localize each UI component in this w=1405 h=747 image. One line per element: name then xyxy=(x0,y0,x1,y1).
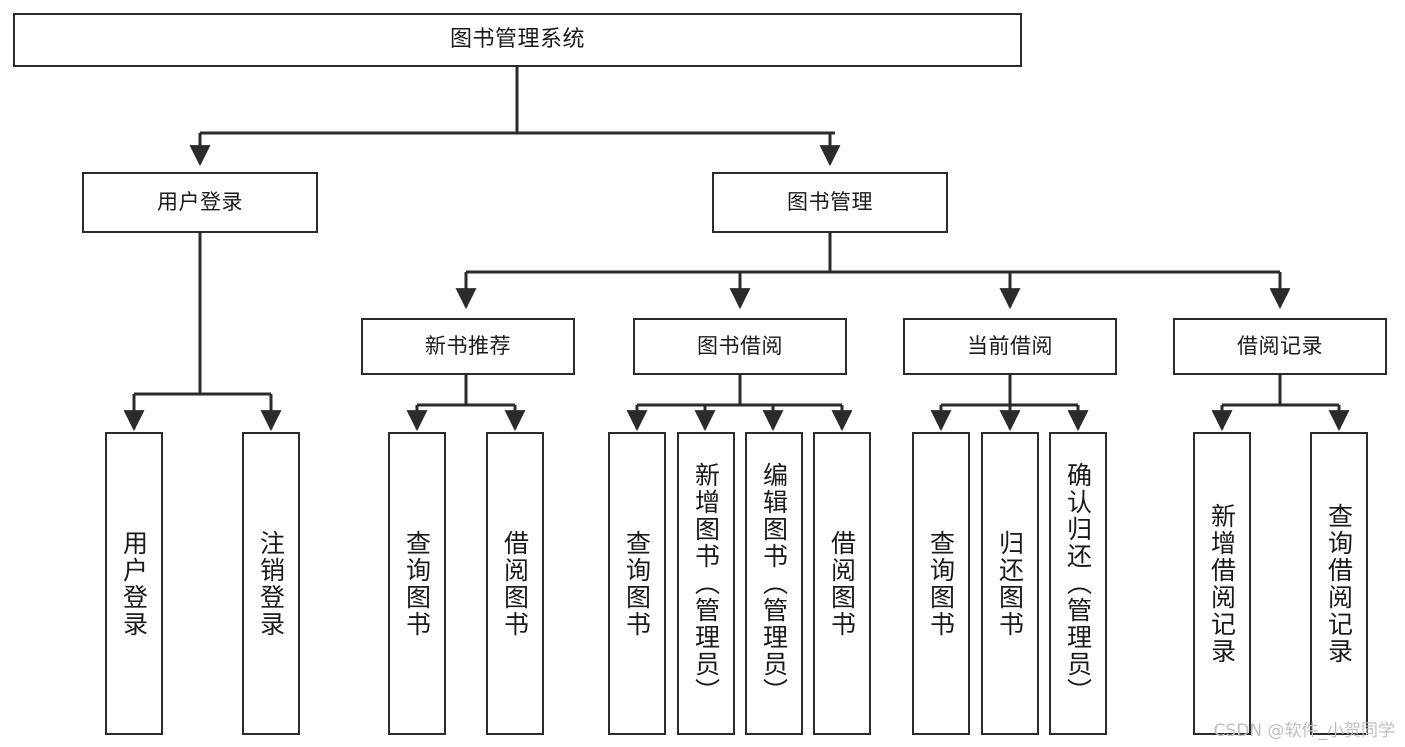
node-user-login-label: 用户登录 xyxy=(157,190,243,215)
node-book-borrow-label: 图书借阅 xyxy=(697,334,783,359)
node-leaf-return-book-label: 归还图书 xyxy=(995,529,1025,638)
node-leaf-query-record-label: 查询借阅记录 xyxy=(1324,502,1354,665)
node-leaf-borrow-book-1-label: 借阅图书 xyxy=(500,529,530,638)
node-root[interactable]: 图书管理系统 xyxy=(13,13,1022,67)
node-book-manage[interactable]: 图书管理 xyxy=(712,172,948,233)
node-new-book-recommend[interactable]: 新书推荐 xyxy=(361,318,575,375)
watermark-text: CSDN @软件_小贺同学 xyxy=(1213,721,1395,741)
node-leaf-query-book-1-label: 查询图书 xyxy=(402,529,432,638)
node-book-manage-label: 图书管理 xyxy=(787,190,873,215)
node-leaf-return-book[interactable]: 归还图书 xyxy=(981,432,1039,735)
node-leaf-add-book[interactable]: 新增图书（管理员） xyxy=(677,432,735,735)
node-leaf-borrow-book-2-label: 借阅图书 xyxy=(827,529,857,638)
node-leaf-query-book-2[interactable]: 查询图书 xyxy=(608,432,666,735)
node-leaf-user-logout[interactable]: 注销登录 xyxy=(242,432,300,735)
node-leaf-user-logout-label: 注销登录 xyxy=(256,529,286,638)
node-leaf-query-book-1[interactable]: 查询图书 xyxy=(388,432,446,735)
node-leaf-add-record-label: 新增借阅记录 xyxy=(1207,502,1237,665)
node-leaf-edit-book[interactable]: 编辑图书（管理员） xyxy=(745,432,803,735)
node-leaf-query-record[interactable]: 查询借阅记录 xyxy=(1310,432,1368,735)
node-leaf-query-book-2-label: 查询图书 xyxy=(622,529,652,638)
node-leaf-confirm-return-label: 确认归还（管理员） xyxy=(1063,462,1093,705)
node-user-login[interactable]: 用户登录 xyxy=(82,172,318,233)
node-current-borrow-label: 当前借阅 xyxy=(967,334,1053,359)
node-borrow-record-label: 借阅记录 xyxy=(1237,334,1323,359)
node-root-label: 图书管理系统 xyxy=(449,27,585,53)
node-leaf-edit-book-label: 编辑图书（管理员） xyxy=(759,462,789,705)
node-leaf-borrow-book-2[interactable]: 借阅图书 xyxy=(813,432,871,735)
node-leaf-query-book-3[interactable]: 查询图书 xyxy=(912,432,970,735)
node-leaf-query-book-3-label: 查询图书 xyxy=(926,529,956,638)
node-leaf-add-record[interactable]: 新增借阅记录 xyxy=(1193,432,1251,735)
node-leaf-borrow-book-1[interactable]: 借阅图书 xyxy=(486,432,544,735)
node-leaf-add-book-label: 新增图书（管理员） xyxy=(691,462,721,705)
node-borrow-record[interactable]: 借阅记录 xyxy=(1173,318,1387,375)
node-book-borrow[interactable]: 图书借阅 xyxy=(633,318,847,375)
node-new-book-recommend-label: 新书推荐 xyxy=(425,334,511,359)
node-leaf-user-login[interactable]: 用户登录 xyxy=(105,432,163,735)
node-leaf-confirm-return[interactable]: 确认归还（管理员） xyxy=(1049,432,1107,735)
node-leaf-user-login-label: 用户登录 xyxy=(119,529,149,638)
node-current-borrow[interactable]: 当前借阅 xyxy=(903,318,1117,375)
